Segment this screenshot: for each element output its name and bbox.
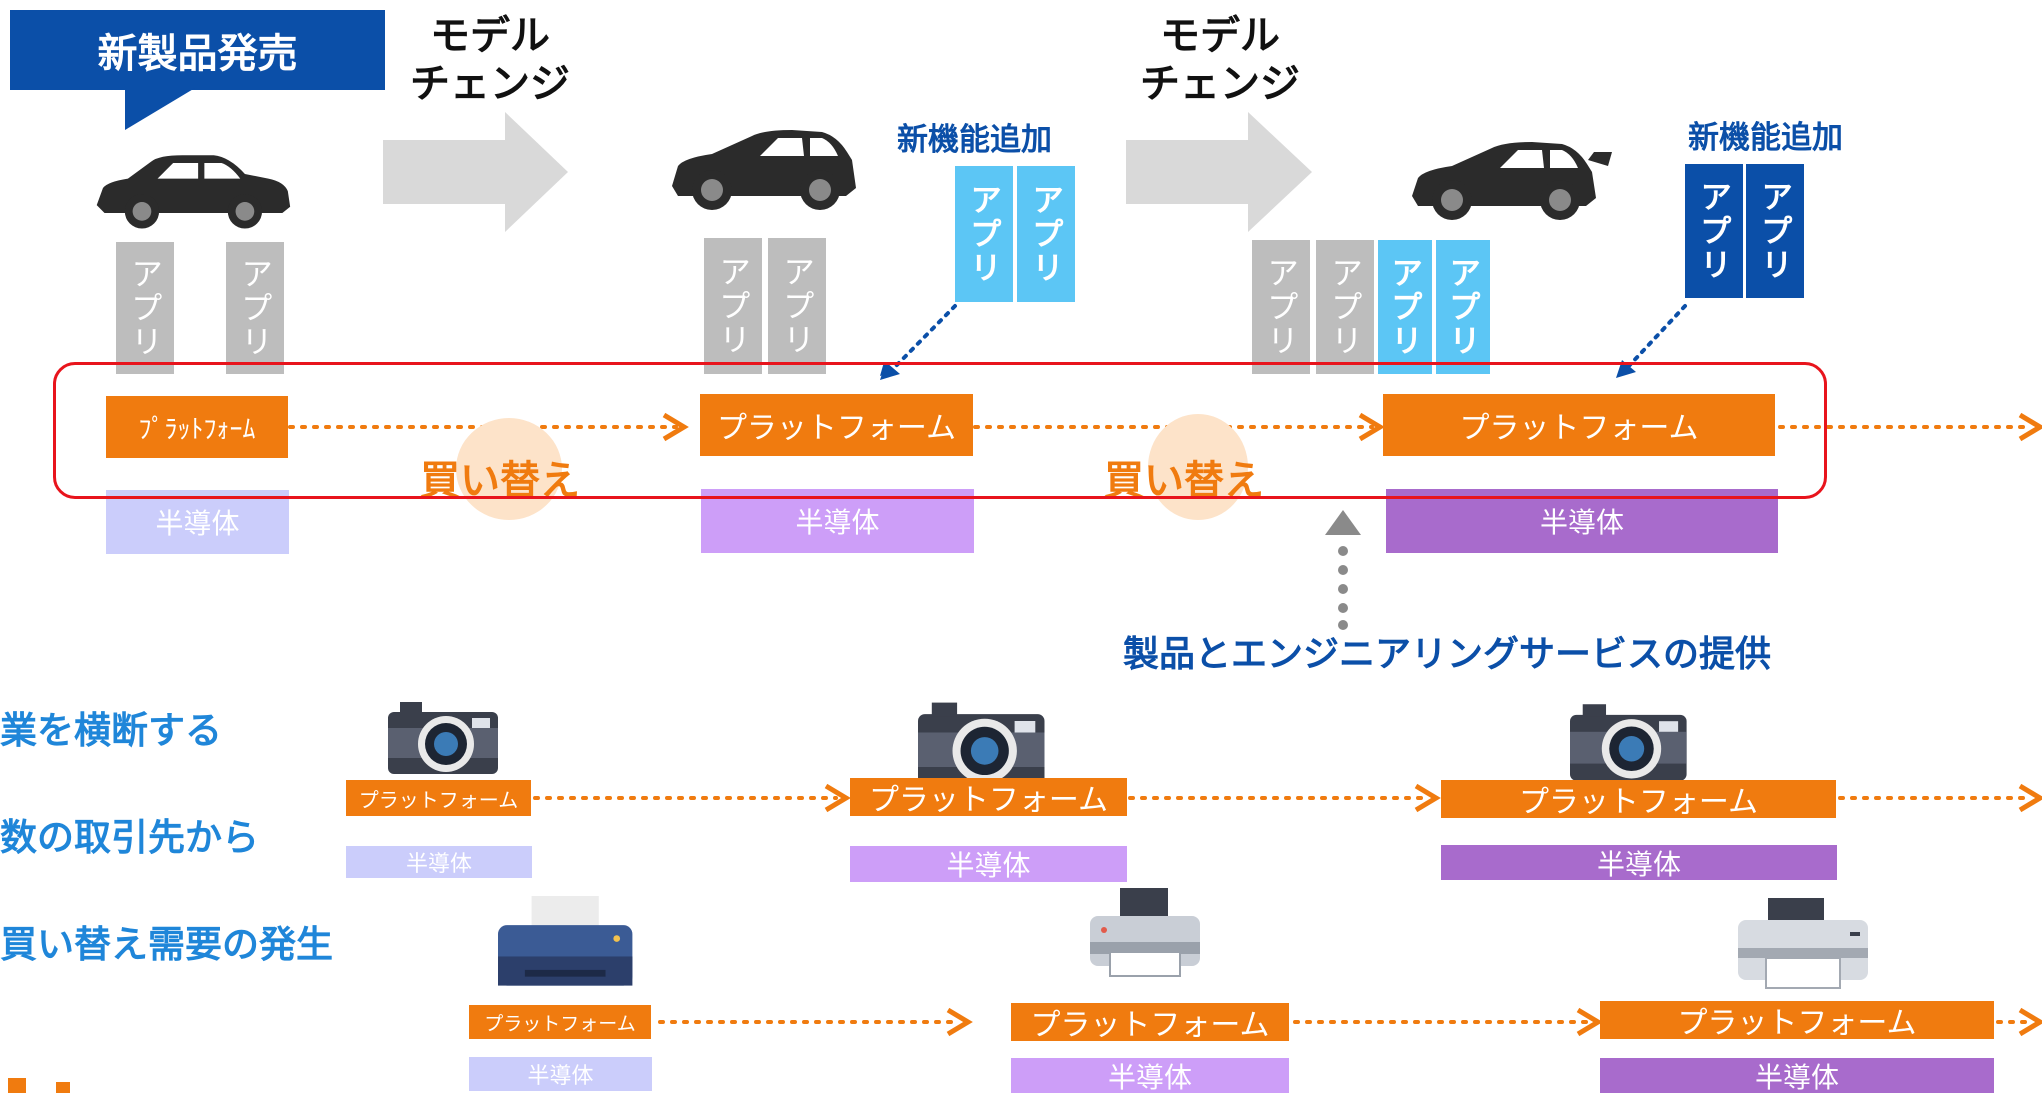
pointer-arrowhead-1 bbox=[880, 362, 900, 380]
app-block: アプリ bbox=[1252, 240, 1310, 374]
side-text-3: 買い替え需要の発生 bbox=[0, 923, 333, 966]
app-block: アプリ bbox=[768, 238, 826, 374]
app-block: アプリ bbox=[116, 242, 174, 374]
model-change-arrow-2 bbox=[1126, 112, 1312, 232]
new-app-block: アプリ bbox=[955, 166, 1013, 302]
platform-highlight-frame bbox=[53, 362, 1827, 499]
camera-icon bbox=[1570, 704, 1687, 781]
platform-block: プラットフォーム bbox=[1441, 780, 1836, 820]
semiconductor-block: 半導体 bbox=[106, 490, 289, 554]
semiconductor-block: 半導体 bbox=[1011, 1058, 1289, 1094]
callout-tail bbox=[125, 88, 195, 130]
printer-icon bbox=[1090, 888, 1200, 977]
app-block: アプリ bbox=[704, 238, 762, 374]
side-text-2: 数の取引先から bbox=[0, 816, 259, 859]
platform-block: プラットフォーム bbox=[469, 1005, 651, 1039]
app-block: アプリ bbox=[226, 242, 284, 374]
semiconductor-block: 半導体 bbox=[469, 1057, 652, 1091]
new-app-block: アプリ bbox=[1017, 166, 1075, 302]
printer-icon bbox=[498, 896, 633, 986]
platform-block: プラットフォーム bbox=[850, 778, 1127, 818]
semiconductor-block: 半導体 bbox=[1600, 1058, 1994, 1094]
model-change-arrow-1 bbox=[383, 112, 568, 232]
platform-block: プラットフォーム bbox=[700, 394, 973, 456]
semiconductor-block: 半導体 bbox=[1386, 489, 1778, 553]
new-app-block: アプリ bbox=[1746, 164, 1804, 298]
app-block-new: アプリ bbox=[1378, 240, 1432, 374]
semiconductor-block: 半導体 bbox=[701, 489, 974, 553]
provide-services-label: 製品とエンジニアリングサービスの提供 bbox=[1123, 634, 1772, 675]
app-block-new: アプリ bbox=[1436, 240, 1490, 374]
sports-car-icon bbox=[672, 130, 856, 210]
printer-icon bbox=[1738, 898, 1868, 989]
model-change-label-2: モデル チェンジ bbox=[1140, 13, 1300, 107]
platform-block: プラットフォーム bbox=[346, 780, 531, 816]
platform-block: プラットフォーム bbox=[1011, 1003, 1289, 1043]
camera-icon bbox=[918, 702, 1045, 786]
new-feature-label-1: 新機能追加 bbox=[897, 122, 1052, 158]
new-feature-label-2: 新機能追加 bbox=[1688, 120, 1843, 156]
platform-block: プラットフォーム bbox=[1383, 394, 1775, 456]
platform-block: プラットフォーム bbox=[1600, 1001, 1994, 1041]
semiconductor-block: 半導体 bbox=[1441, 845, 1837, 881]
platform-block: ﾌﾟﾗｯﾄﾌｫｰﾑ bbox=[106, 396, 288, 458]
semiconductor-block: 半導体 bbox=[850, 846, 1127, 882]
side-text-1: 業を横断する bbox=[0, 709, 222, 752]
new-product-callout: 新製品発売 bbox=[10, 10, 385, 90]
sports-car-icon bbox=[1412, 142, 1612, 220]
semiconductor-block: 半導体 bbox=[346, 846, 532, 878]
model-change-label-1: モデル チェンジ bbox=[410, 13, 570, 107]
app-block: アプリ bbox=[1316, 240, 1374, 374]
replace-highlight bbox=[456, 418, 562, 520]
new-app-block: アプリ bbox=[1685, 164, 1743, 298]
replace-highlight bbox=[1148, 414, 1248, 520]
car-icon bbox=[96, 155, 291, 229]
camera-icon bbox=[388, 702, 498, 774]
provide-arrowhead bbox=[1325, 510, 1361, 535]
